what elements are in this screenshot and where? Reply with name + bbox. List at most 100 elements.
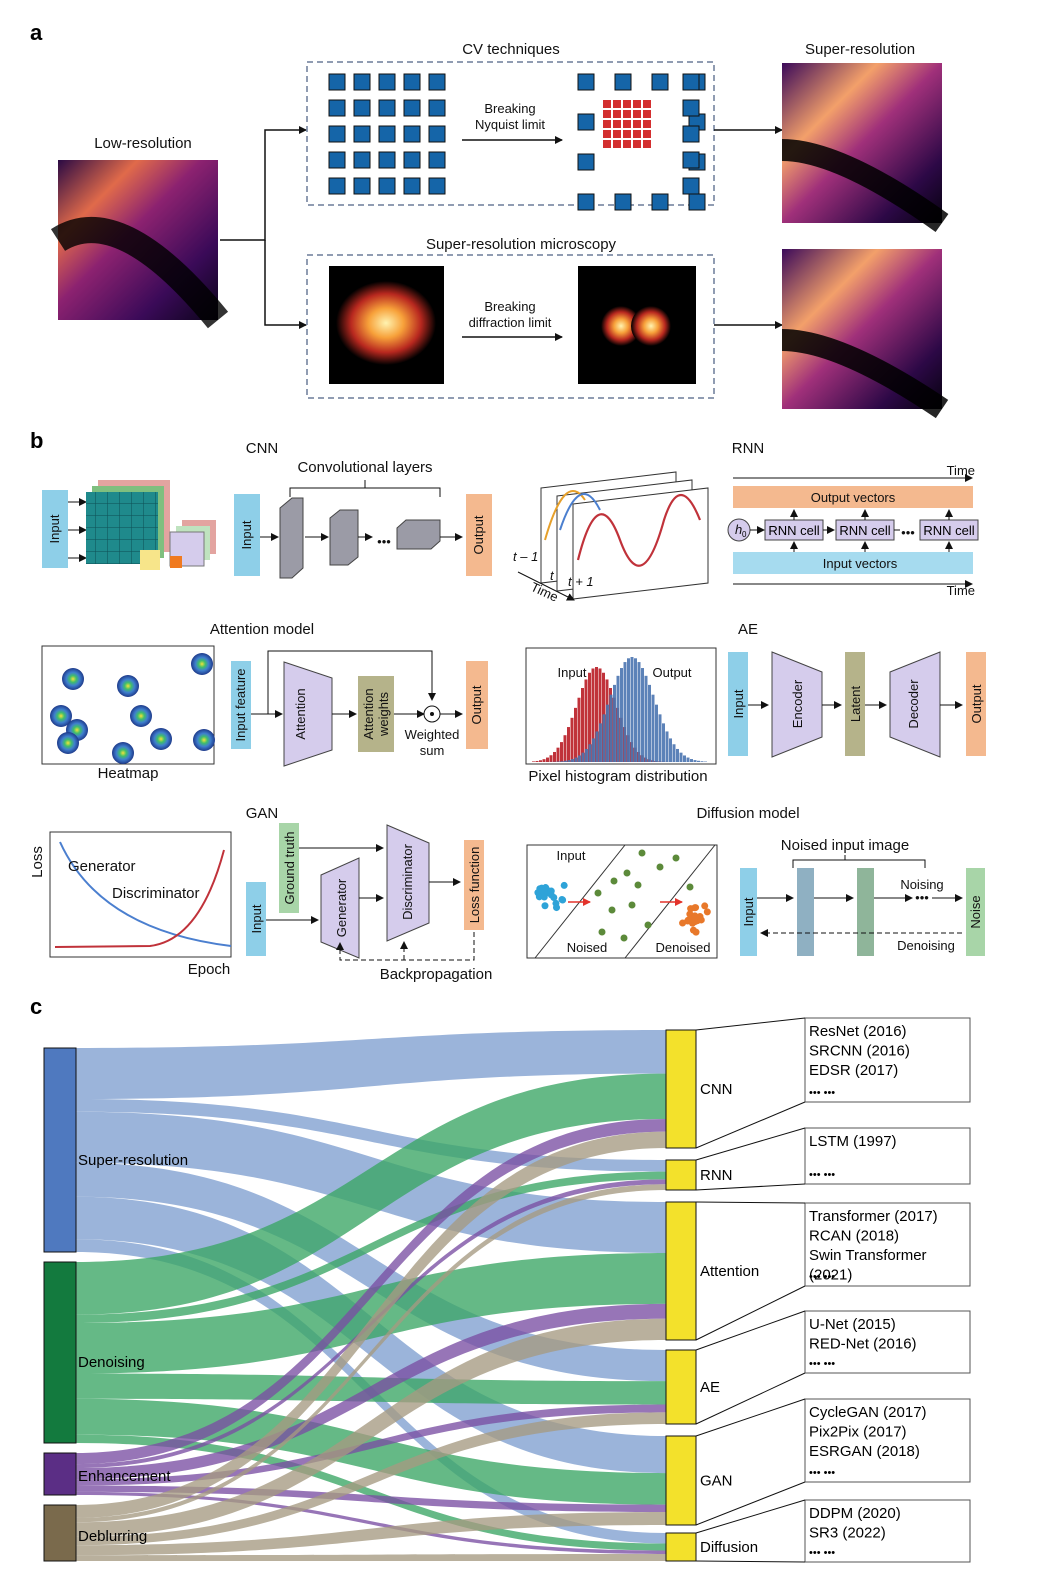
subpixel [633, 130, 641, 138]
hist-bar-input [556, 747, 560, 762]
hist-bar-output [585, 748, 588, 762]
hist-bar-output [672, 744, 676, 762]
cnn-out-pixel [170, 556, 182, 568]
low-res-pixel [353, 125, 371, 143]
ae-output-block [966, 652, 986, 756]
subpixel [643, 140, 651, 148]
reference-text: DDPM (2020) [809, 1505, 901, 1522]
hist-bar-output [683, 755, 686, 762]
model-label: Attention [700, 1263, 759, 1280]
noised-dot [608, 906, 616, 914]
gan-input-block [246, 882, 266, 956]
hist-bar-output [595, 731, 599, 762]
low-res-pixel [328, 99, 346, 117]
denoised-dot [701, 902, 709, 910]
hist-bar-output [578, 755, 581, 762]
flow-denoise [76, 1434, 666, 1551]
high-res-pixel-edge [682, 73, 700, 91]
high-res-pixel-edge [682, 125, 700, 143]
seq-time-label: Time [529, 579, 561, 605]
hist-bar-output [581, 752, 585, 762]
rnn-title: RNN [732, 440, 765, 457]
rnn-cell-label: RNN cell [923, 523, 974, 538]
high-res-pixel-edge [682, 151, 700, 169]
denoised-dot [688, 919, 696, 927]
reference-text: ••• ••• [809, 1467, 835, 1479]
noised-dot [644, 921, 652, 929]
hist-bar-output [690, 759, 693, 762]
diffusion-noised-label: Noised [567, 940, 607, 955]
ground-truth-block [279, 823, 299, 913]
reference-connector [695, 1560, 806, 1563]
high-res-pixel-edge [682, 177, 700, 195]
hist-bar-input [598, 668, 602, 762]
cnn-input-block-left [42, 490, 68, 568]
high-res-pixel [614, 73, 632, 91]
seq-wave-red [576, 493, 702, 567]
noised-bracket [792, 855, 926, 868]
hires-edge-1 [781, 139, 949, 232]
low-res-edge [50, 217, 229, 329]
t-minus-1: t – 1 [513, 549, 538, 564]
ae-output-label: Output [969, 684, 984, 723]
input-vectors-bar [733, 552, 973, 574]
diffusion-input-block [740, 868, 757, 956]
hist-bar-input [549, 755, 553, 762]
rnn-cell-label: RNN cell [768, 523, 819, 538]
denoised-dot [696, 913, 704, 921]
input-dot [547, 887, 555, 895]
subpixel [623, 110, 631, 118]
subpixel [643, 100, 651, 108]
hist-bar-output [627, 658, 630, 762]
convolutional-layers-label: Convolutional layers [297, 459, 432, 476]
low-res-pixel [353, 99, 371, 117]
reference-text: CycleGAN (2017) [809, 1404, 927, 1421]
reference-box [804, 1398, 971, 1483]
noise-label: Noise [968, 895, 983, 928]
noised-dot [623, 869, 631, 877]
heatmap-blob [112, 742, 134, 764]
high-res-pixel [688, 193, 706, 211]
heatmap-blob [191, 653, 213, 675]
heatmap-blob [130, 705, 152, 727]
hist-bar-output [700, 761, 704, 762]
srm-title: Super-resolution microscopy [426, 236, 617, 253]
super-resolution-label: Super-resolution [805, 41, 915, 58]
attention-label: Attention [293, 688, 308, 739]
cv-techniques-title: CV techniques [462, 41, 560, 58]
backprop-path [339, 932, 475, 961]
cnn-title: CNN [246, 440, 279, 457]
h0-label: h [735, 522, 742, 537]
flow-denoise [76, 1252, 666, 1374]
hist-bar-input [563, 735, 567, 762]
reference-text: Transformer (2017) [809, 1208, 938, 1225]
model-label: RNN [700, 1167, 733, 1184]
pixel-grid-high [577, 73, 706, 211]
psf-low-spot [336, 281, 436, 365]
reference-text: ESRGAN (2018) [809, 1443, 920, 1460]
flow-deblur [76, 1131, 666, 1518]
reference-text: RCAN (2018) [809, 1228, 899, 1245]
reference-text: Swin Transformer [809, 1247, 927, 1264]
reference-boxes: ResNet (2016)SRCNN (2016)EDSR (2017)••• … [695, 1017, 971, 1563]
denoised-dot [691, 914, 699, 922]
flow-enhance [76, 1118, 666, 1465]
ae-input-label: Input [731, 689, 746, 718]
hist-bar-input [595, 667, 598, 762]
hist-bar-input [591, 668, 595, 762]
low-res-pixel [403, 99, 421, 117]
gan-title: GAN [246, 805, 279, 822]
cnn-dots: ••• [377, 534, 391, 549]
reference-text: SRCNN (2016) [809, 1043, 910, 1060]
psf-high-spot-2 [631, 306, 671, 346]
input-dot [552, 899, 560, 907]
nyquist-text-2: Nyquist limit [475, 117, 545, 132]
heatmap-blob [193, 729, 215, 751]
task-nodes: Super-resolutionDenoisingEnhancementDebl… [43, 1047, 188, 1562]
model-label: AE [700, 1379, 720, 1396]
reference-text: ••• ••• [809, 1271, 835, 1283]
reference-connector [695, 1017, 806, 1031]
hist-bar-output [641, 668, 644, 762]
